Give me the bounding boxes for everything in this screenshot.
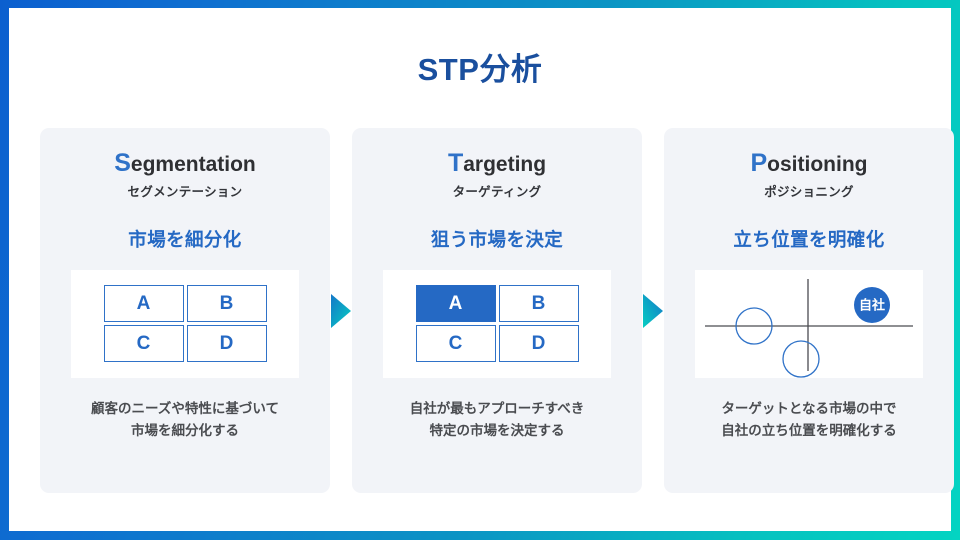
card-title-targeting: Targeting: [447, 149, 547, 178]
segment-cell-a-selected[interactable]: A: [415, 285, 496, 322]
card-title-word: egmentation: [130, 153, 256, 176]
segment-cell-d[interactable]: D: [186, 325, 267, 362]
card-headline-targeting: 狙う市場を決定: [430, 228, 564, 250]
arrow-gap-2: [642, 128, 664, 493]
card-initial-letter: T: [447, 149, 464, 177]
segment-grid: A B C D: [415, 285, 579, 362]
page-title: STP分析: [417, 52, 543, 87]
segment-cell-b[interactable]: B: [186, 285, 267, 322]
card-description-positioning: ターゲットとなる市場の中で 自社の立ち位置を明確化する: [721, 400, 897, 438]
card-kana-targeting: ターゲティング: [452, 184, 542, 199]
card-title-word: ositioning: [767, 153, 868, 176]
segment-cell-c[interactable]: C: [103, 325, 184, 362]
slide-canvas: STP分析 Segmentation セグメンテーション 市場を細分化 A B …: [9, 8, 954, 531]
stp-card-targeting[interactable]: Targeting ターゲティング 狙う市場を決定 A B C D 自社が最もア…: [352, 128, 642, 493]
arrow-segmentation-to-targeting-icon: [331, 293, 351, 328]
positioning-map: 自社: [705, 278, 913, 378]
targeting-visual-panel: A B C D: [383, 269, 611, 378]
card-kana-positioning: ポジショニング: [764, 184, 854, 199]
competitor-circle-2: [782, 339, 820, 378]
positioning-visual-panel: 自社: [695, 269, 923, 378]
stp-columns-row: Segmentation セグメンテーション 市場を細分化 A B C D 顧客…: [40, 128, 954, 493]
card-title-positioning: Positioning: [750, 149, 868, 178]
segment-cell-b[interactable]: B: [498, 285, 579, 322]
segment-cell-c[interactable]: C: [415, 325, 496, 362]
card-initial-letter: P: [750, 149, 768, 177]
segmentation-visual-panel: A B C D: [71, 269, 299, 378]
card-title-word: argeting: [463, 153, 547, 176]
card-kana-segmentation: セグメンテーション: [127, 184, 243, 199]
own-company-marker: [854, 286, 890, 323]
segment-cell-a[interactable]: A: [103, 285, 184, 322]
card-headline-positioning: 立ち位置を明確化: [733, 228, 885, 250]
arrow-targeting-to-positioning-icon: [643, 293, 663, 328]
card-title-segmentation: Segmentation: [114, 149, 256, 178]
arrow-gap-1: [330, 128, 352, 493]
card-description-targeting: 自社が最もアプローチすべき 特定の市場を決定する: [409, 400, 585, 438]
card-headline-segmentation: 市場を細分化: [128, 228, 242, 250]
segment-cell-d[interactable]: D: [498, 325, 579, 362]
segment-grid: A B C D: [103, 285, 267, 362]
own-company-label: 自社: [859, 297, 885, 312]
card-initial-letter: S: [114, 149, 131, 177]
stp-card-segmentation[interactable]: Segmentation セグメンテーション 市場を細分化 A B C D 顧客…: [40, 128, 330, 493]
card-description-segmentation: 顧客のニーズや特性に基づいて 市場を細分化する: [91, 400, 279, 438]
competitor-circle-1: [735, 306, 773, 345]
stp-card-positioning[interactable]: Positioning ポジショニング 立ち位置を明確化: [664, 128, 954, 493]
